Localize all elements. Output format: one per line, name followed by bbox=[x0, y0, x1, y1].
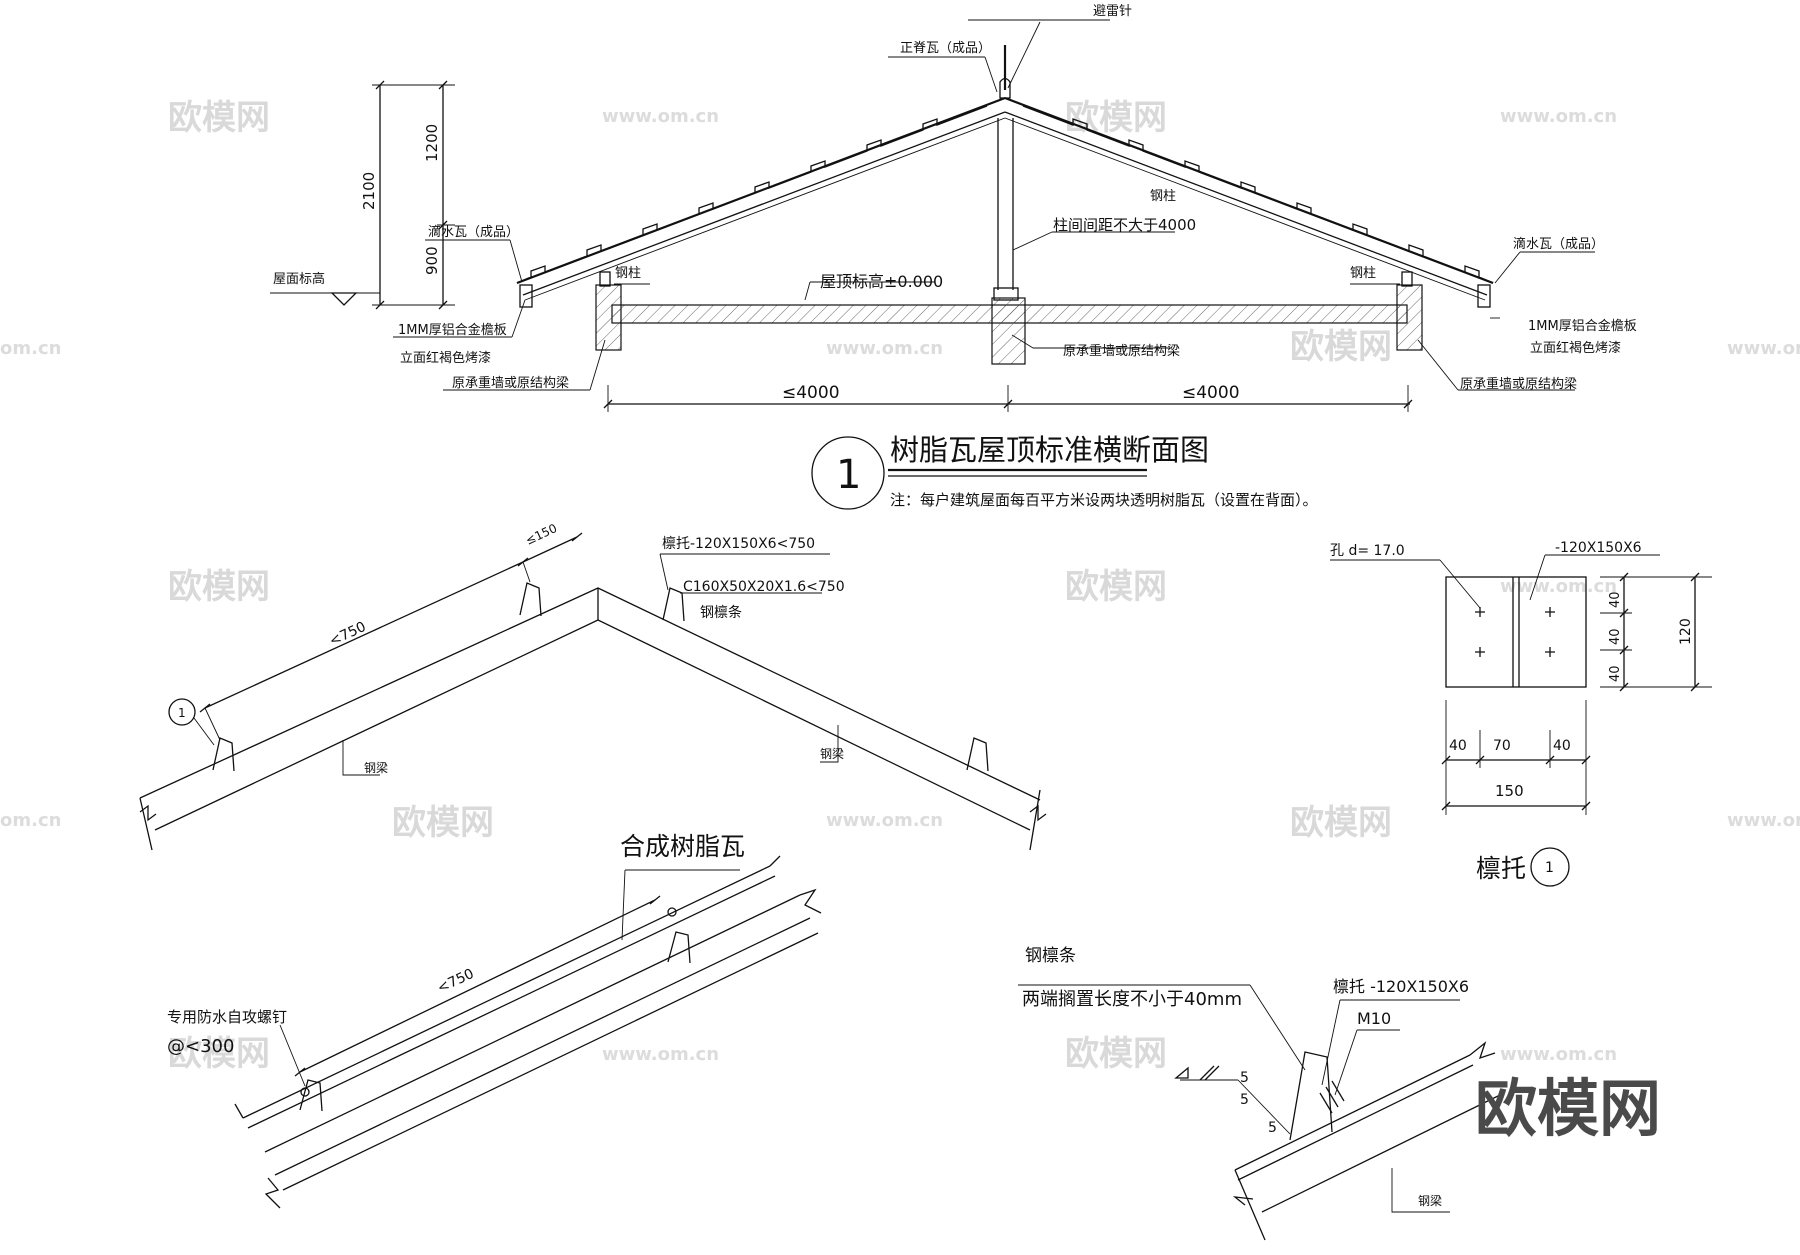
dim-row-1: 40 bbox=[1608, 591, 1623, 608]
roof-section-drawing bbox=[270, 19, 1595, 412]
joint-bracket bbox=[1289, 1051, 1333, 1141]
joint-detail-drawing bbox=[1018, 984, 1501, 1241]
roof-slope-right bbox=[1004, 96, 1494, 285]
dim-total-height: 2100 bbox=[360, 172, 378, 210]
drawing-note: 注：每户建筑屋面每百平方米设两块透明树脂瓦（设置在背面）。 bbox=[890, 491, 1318, 509]
dim-span-right: ≤4000 bbox=[1182, 383, 1240, 403]
watermark-brand: 欧模网 bbox=[168, 1034, 270, 1074]
label-ridge-tile: 正脊瓦（成品） bbox=[900, 41, 991, 56]
watermark-url: www.om.cn bbox=[1500, 1044, 1617, 1065]
gutter-right bbox=[1477, 284, 1491, 308]
weld-size-c: 5 bbox=[1268, 1120, 1277, 1136]
label-roof-top-elevation: 屋顶标高±0.000 bbox=[820, 272, 943, 291]
roof-slope-left bbox=[516, 96, 1006, 285]
watermark-brand: 欧模网 bbox=[168, 567, 270, 607]
dim-top-spacing: ≤150 bbox=[523, 521, 559, 548]
dim-bracket-width: 150 bbox=[1495, 782, 1524, 800]
wall-right bbox=[1396, 284, 1423, 351]
bracket-detail-callout: 1 bbox=[1545, 860, 1554, 876]
watermark-url: www.om.cn bbox=[826, 338, 943, 359]
label-joint-bracket: 檩托 -120X150X6 bbox=[1333, 977, 1469, 996]
watermark-url: www.om.cn bbox=[1727, 338, 1800, 359]
watermark-url: www.om.cn bbox=[602, 1044, 719, 1065]
purlin-layout-drawing bbox=[139, 532, 1047, 851]
label-synthetic-resin-tile: 合成树脂瓦 bbox=[620, 832, 745, 861]
label-beam-left: 钢梁 bbox=[364, 760, 388, 775]
wall-center bbox=[991, 297, 1026, 365]
label-screw-line2: @<300 bbox=[167, 1036, 234, 1057]
dim-span-left: ≤4000 bbox=[782, 383, 840, 403]
label-drip-tile-right: 滴水瓦（成品） bbox=[1513, 236, 1604, 252]
label-gutter-left-line2: 立面红褐色烤漆 bbox=[400, 350, 491, 366]
watermark-brand: 欧模网 bbox=[168, 98, 270, 138]
bracket-callout-circle bbox=[1530, 847, 1570, 887]
label-roof-elevation: 屋面标高 bbox=[273, 271, 325, 287]
bolt-holes bbox=[1475, 607, 1555, 657]
dim-upper-height: 1200 bbox=[423, 124, 441, 162]
gutter-left bbox=[519, 284, 533, 308]
title-number-circle bbox=[811, 436, 885, 510]
label-steel-column-center: 钢柱 bbox=[1150, 189, 1176, 204]
label-joint-beam: 钢梁 bbox=[1418, 1193, 1442, 1208]
label-lightning-rod: 避雷针 bbox=[1093, 4, 1132, 19]
weld-size-b: 5 bbox=[1240, 1092, 1249, 1108]
label-beam-right: 钢梁 bbox=[820, 746, 844, 761]
bracket-plate bbox=[1445, 576, 1587, 688]
bracket-detail-drawing bbox=[1330, 554, 1712, 887]
watermark-brand: 欧模网 bbox=[1290, 803, 1392, 843]
watermark-url: om.cn bbox=[0, 338, 61, 359]
label-wall-center: 原承重墙或原结构梁 bbox=[1063, 343, 1180, 359]
title-number: 1 bbox=[836, 452, 861, 498]
label-purlin-spec: C160X50X20X1.6<750 bbox=[683, 579, 845, 595]
watermark-brand-large: 欧模网 bbox=[1475, 1072, 1661, 1145]
label-gutter-right-line1: 1MM厚铝合金檐板 bbox=[1528, 318, 1637, 334]
label-drip-tile-left: 滴水瓦（成品） bbox=[428, 224, 519, 240]
bracket-detail-title: 檩托 bbox=[1476, 854, 1526, 883]
tile-layout-drawing bbox=[234, 855, 822, 1209]
watermark-url: www.om.cn bbox=[1500, 106, 1617, 127]
watermark-brand: 欧模网 bbox=[1290, 327, 1392, 367]
label-gutter-right-line2: 立面红褐色烤漆 bbox=[1530, 340, 1621, 356]
label-joint-purlin: 钢檩条 bbox=[1025, 946, 1076, 966]
watermark-brand: 欧模网 bbox=[1065, 98, 1167, 138]
watermark-brand: 欧模网 bbox=[1065, 1034, 1167, 1074]
dim-tile-purlin-spacing: <750 bbox=[435, 966, 477, 997]
watermark-url: om.cn bbox=[0, 810, 61, 831]
drawing-title: 树脂瓦屋顶标准横断面图 bbox=[890, 433, 1209, 467]
callout-number: 1 bbox=[178, 706, 186, 720]
watermark-url: www.om.cn bbox=[826, 810, 943, 831]
dim-col-3: 40 bbox=[1553, 738, 1571, 754]
label-wall-right: 原承重墙或原结构梁 bbox=[1460, 376, 1577, 392]
dim-col-2: 70 bbox=[1493, 738, 1511, 754]
dim-row-3: 40 bbox=[1608, 665, 1623, 682]
dim-bracket-height: 120 bbox=[1678, 618, 1694, 645]
wall-left bbox=[595, 284, 622, 351]
weld-size-a: 5 bbox=[1240, 1070, 1249, 1086]
watermark-layer: 欧模网 欧模网 欧模网 欧模网 欧模网 欧模网 欧模网 欧模网 欧模网 www.… bbox=[0, 98, 1800, 1074]
label-screw-line1: 专用防水自攻螺钉 bbox=[167, 1008, 287, 1026]
watermark-brand: 欧模网 bbox=[1065, 567, 1167, 607]
dim-purlin-spacing: <750 bbox=[327, 619, 369, 650]
dim-lower-height: 900 bbox=[423, 246, 441, 275]
label-purlin: 钢檩条 bbox=[700, 604, 742, 621]
label-bracket-spec: 檩托-120X150X6<750 bbox=[662, 535, 815, 552]
label-steel-column-right: 钢柱 bbox=[1350, 266, 1376, 281]
label-column-spacing: 柱间间距不大于4000 bbox=[1053, 216, 1196, 234]
label-plate-spec: -120X150X6 bbox=[1555, 540, 1642, 556]
watermark-url: www.om.cn bbox=[602, 106, 719, 127]
watermark-brand: 欧模网 bbox=[392, 803, 494, 843]
watermark-url: www.om.cn bbox=[1727, 810, 1800, 831]
dim-row-2: 40 bbox=[1608, 628, 1623, 645]
label-gutter-left-line1: 1MM厚铝合金檐板 bbox=[398, 322, 507, 338]
label-hole-diameter: 孔 d= 17.0 bbox=[1330, 543, 1405, 559]
label-overlap-length: 两端搁置长度不小于40mm bbox=[1022, 989, 1242, 1010]
label-bolt: M10 bbox=[1357, 1009, 1391, 1028]
label-wall-left: 原承重墙或原结构梁 bbox=[452, 375, 569, 391]
watermark-url: www.om.cn bbox=[1500, 576, 1617, 597]
dim-col-1: 40 bbox=[1449, 738, 1467, 754]
label-steel-column-left: 钢柱 bbox=[615, 266, 641, 281]
